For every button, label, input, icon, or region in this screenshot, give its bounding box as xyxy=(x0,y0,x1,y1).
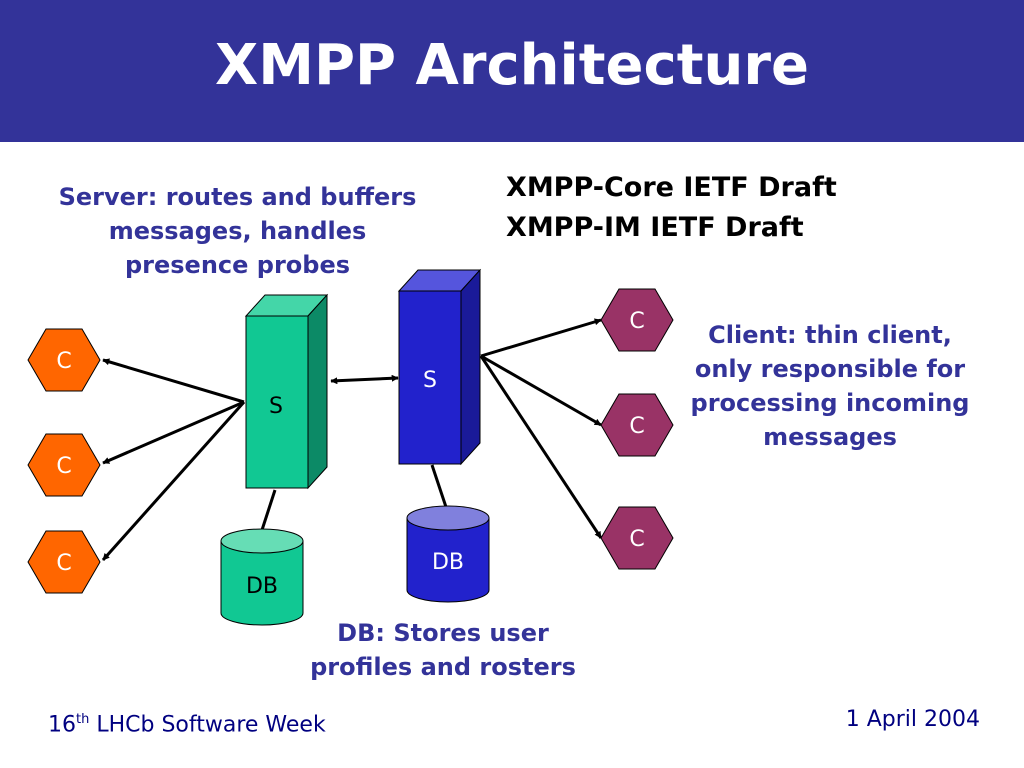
server-node: S xyxy=(244,293,329,490)
db-label: DB xyxy=(432,550,464,575)
link-server1-db xyxy=(260,489,277,531)
link-server1-client3 xyxy=(101,401,246,561)
server-note-line: Server: routes and buffers xyxy=(58,183,417,211)
link-server1-client2 xyxy=(102,400,245,465)
link-server2-client1 xyxy=(480,318,602,358)
db-note-line: profiles and rosters xyxy=(310,653,576,681)
db-note: DB: Stores user profiles and rosters xyxy=(298,616,588,684)
client-label: C xyxy=(629,309,644,334)
link-server2-client2 xyxy=(480,354,602,427)
server-note-line: presence probes xyxy=(124,251,351,279)
client-node: C xyxy=(27,328,101,392)
client-label: C xyxy=(629,527,644,552)
db-note-line: DB: Stores user xyxy=(337,619,549,647)
client-node: C xyxy=(600,288,674,352)
slide-title: XMPP Architecture xyxy=(215,33,809,98)
client-note-line: only responsible for xyxy=(694,355,966,383)
footer-event-name: LHCb Software Week xyxy=(89,712,326,738)
footer-event-suffix: th xyxy=(76,712,90,727)
client-label: C xyxy=(56,349,71,374)
draft-item-core: XMPP-Core IETF Draft xyxy=(506,172,837,203)
server-node: S xyxy=(397,268,482,466)
client-note: Client: thin client, only responsible fo… xyxy=(675,318,985,454)
server-label: S xyxy=(269,394,283,419)
server-note-line: messages, handles xyxy=(108,217,367,245)
client-note-line: processing incoming xyxy=(690,389,970,417)
draft-list: XMPP-Core IETF Draft XMPP-IM IETF Draft xyxy=(506,168,837,248)
client-label: C xyxy=(56,454,71,479)
title-bar: XMPP Architecture xyxy=(0,0,1024,142)
footer-event-number: 16 xyxy=(48,712,76,738)
client-label: C xyxy=(629,414,644,439)
server-note: Server: routes and buffers messages, han… xyxy=(30,180,445,282)
database-node: DB xyxy=(406,505,490,603)
client-node: C xyxy=(27,433,101,497)
link-server2-db xyxy=(430,464,448,508)
db-label: DB xyxy=(246,574,278,599)
client-note-line: messages xyxy=(763,423,897,451)
link-server1-server2 xyxy=(330,374,399,385)
link-server2-client3 xyxy=(479,355,603,539)
footer-date: 1 April 2004 xyxy=(845,707,980,732)
server-label: S xyxy=(423,368,437,393)
footer-event: 16th LHCb Software Week xyxy=(48,705,326,740)
database-node: DB xyxy=(220,528,304,626)
link-server1-client1 xyxy=(102,358,245,404)
client-node: C xyxy=(27,530,101,594)
client-note-line: Client: thin client, xyxy=(708,321,952,349)
draft-item-im: XMPP-IM IETF Draft xyxy=(506,212,804,243)
client-label: C xyxy=(56,551,71,576)
client-node: C xyxy=(600,393,674,457)
client-node: C xyxy=(600,506,674,570)
